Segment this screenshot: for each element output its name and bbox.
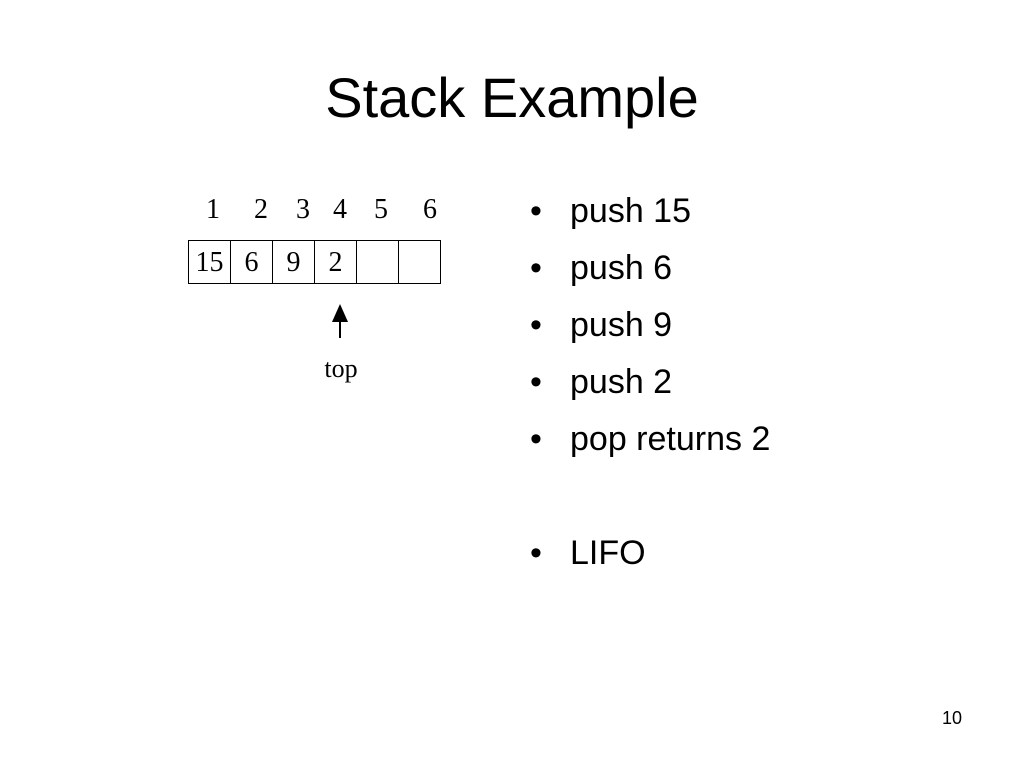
bullet-item: • push 9 <box>530 300 770 357</box>
bullet-item: • LIFO <box>530 528 770 585</box>
stack-cell: 2 <box>315 241 357 283</box>
up-arrow-icon <box>332 304 348 338</box>
bullet-text: push 6 <box>570 249 673 287</box>
bullet-icon: • <box>530 420 542 458</box>
page-number: 10 <box>941 708 962 728</box>
stack-index: 2 <box>254 194 268 225</box>
stack-cell <box>399 241 441 283</box>
bullet-text: push 9 <box>570 306 673 344</box>
top-pointer-label: top <box>324 354 358 383</box>
bullet-icon: • <box>530 306 542 344</box>
bullet-icon: • <box>530 192 542 230</box>
stack-cell <box>357 241 399 283</box>
bullet-icon: • <box>530 363 542 401</box>
stack-index-row: 1 2 3 4 5 6 <box>188 190 450 230</box>
bullet-icon: • <box>530 534 542 572</box>
stack-array: 15 6 9 2 <box>188 240 441 284</box>
stack-index: 6 <box>423 194 437 225</box>
stack-index: 1 <box>206 194 220 225</box>
bullet-text: LIFO <box>570 534 646 572</box>
stack-index: 5 <box>374 194 388 225</box>
bullet-item: • push 2 <box>530 357 770 414</box>
bullet-item: • pop returns 2 <box>530 414 770 471</box>
bullet-item: • push 6 <box>530 243 770 300</box>
stack-diagram: 1 2 3 4 5 6 15 6 9 2 top <box>188 190 450 410</box>
stack-cell: 15 <box>189 241 231 283</box>
stack-index: 4 <box>333 194 347 225</box>
slide-title: Stack Example <box>325 66 699 129</box>
stack-cell: 6 <box>231 241 273 283</box>
bullet-text: push 15 <box>570 192 691 230</box>
bullet-text: push 2 <box>570 363 673 401</box>
stack-cell: 9 <box>273 241 315 283</box>
bullet-list: • push 15 • push 6 • push 9 • push 2 • p… <box>530 186 770 585</box>
stack-index: 3 <box>296 194 310 225</box>
bullet-text: pop returns 2 <box>570 420 771 458</box>
bullet-item: • push 15 <box>530 186 770 243</box>
bullet-icon: • <box>530 249 542 287</box>
